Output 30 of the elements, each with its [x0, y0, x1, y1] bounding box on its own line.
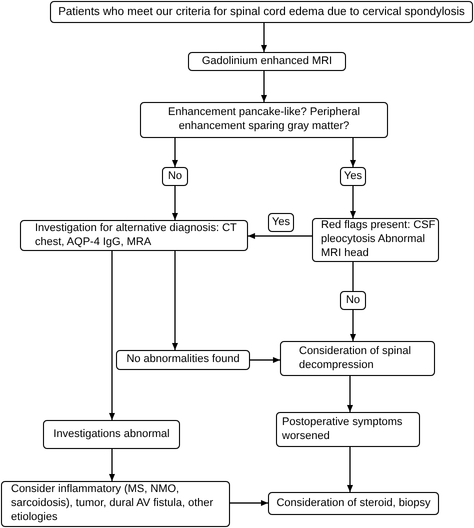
process-box: Gadolinium enhanced MRI — [188, 52, 346, 71]
arrow — [261, 71, 267, 102]
start-box: Patients who meet our criteria for spinal cord edema due to cervical spondylosis — [50, 1, 473, 23]
arrow — [109, 251, 115, 420]
arrow — [347, 376, 353, 412]
process-box: Consideration of spinal decompression — [280, 341, 435, 376]
arrow — [350, 310, 356, 341]
process-box: Investigation for alternative diagnosis: CT chest, AQP-4 IgG, MRA — [20, 220, 248, 251]
result-box: No abnormalities found — [116, 350, 250, 370]
arrow — [261, 23, 267, 52]
answer-tag: Yes — [268, 213, 294, 232]
result-box: Postoperative symptoms worsened — [276, 412, 420, 447]
answer-tag: No — [340, 291, 366, 310]
arrow — [109, 449, 115, 481]
result-box: Investigations abnormal — [43, 420, 180, 449]
arrow — [172, 186, 178, 220]
arrow — [230, 500, 268, 506]
arrow — [350, 186, 356, 218]
decision-box: Enhancement pancake-like? Peripheral enhancement sparing gray matter? — [140, 102, 388, 138]
outcome-box: Consideration of steroid, biopsy — [268, 492, 439, 515]
answer-tag: No — [162, 167, 188, 186]
decision-box: Red flags present: CSF pleocytosis Abnormal MRI head — [312, 218, 439, 262]
outcome-box: Consider inflammatory (MS, NMO, sarcoidosis), tumor, dural AV fistula, other etiologies — [1, 481, 230, 527]
arrow — [350, 138, 356, 167]
arrow — [172, 251, 178, 350]
answer-tag: Yes — [340, 167, 366, 186]
arrow — [172, 138, 178, 167]
arrow — [248, 233, 312, 239]
arrow — [347, 447, 353, 492]
arrow — [250, 357, 280, 363]
